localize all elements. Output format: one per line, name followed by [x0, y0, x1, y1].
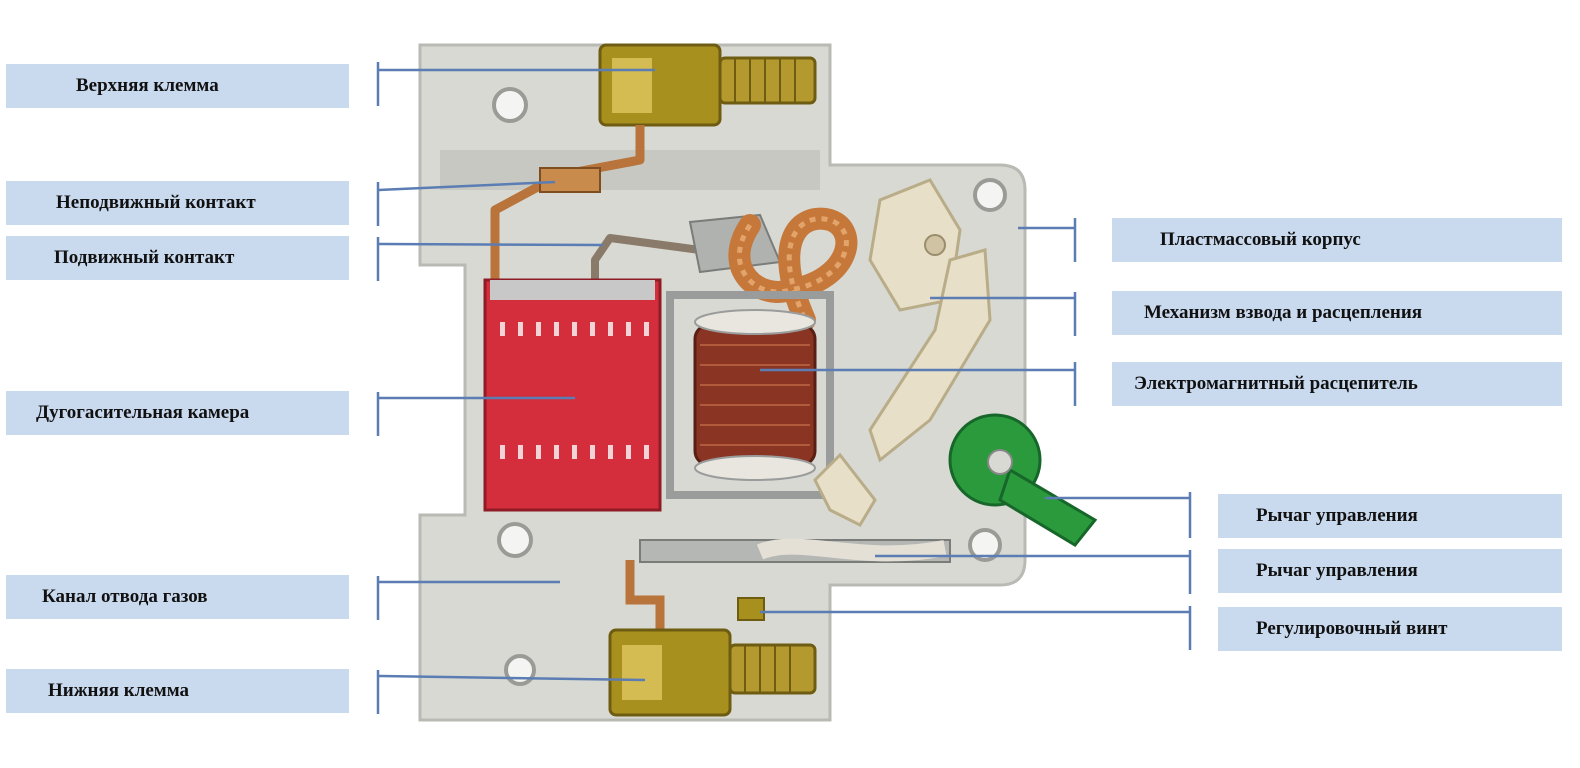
label-lower-terminal-text: Нижняя клемма [48, 680, 190, 701]
label-upper-terminal: Верхняя клемма [6, 64, 349, 108]
coil-bottom-cap [694, 455, 816, 481]
leader-lines-left [376, 62, 655, 714]
label-control-lever-1: Рычаг управления [1218, 494, 1562, 538]
coil-turns [700, 344, 810, 446]
label-plastic-housing: Пластмассовый корпус [1112, 218, 1562, 262]
adjusting-screw-body [737, 597, 765, 621]
label-gas-channel-text: Канал отвода газов [42, 586, 208, 607]
label-moving-contact-text: Подвижный контакт [54, 247, 235, 268]
fixed-contact-tab [539, 167, 601, 193]
lower-terminal-highlight [622, 645, 662, 700]
mounting-hole [968, 528, 1002, 562]
label-plastic-housing-text: Пластмассовый корпус [1160, 229, 1361, 250]
upper-terminal-screw [718, 56, 817, 105]
lower-terminal-screw [728, 643, 817, 695]
trip-mechanism-lower [813, 452, 877, 527]
lower-busbar [625, 560, 665, 630]
arc-chamber-top [490, 280, 655, 300]
control-lever-axle [987, 449, 1013, 475]
leader-lines-right [760, 218, 1192, 650]
label-control-lever-2-text: Рычаг управления [1256, 560, 1418, 581]
label-trip-mechanism-text: Механизм взвода и расцепления [1144, 302, 1423, 323]
label-moving-contact: Подвижный контакт [6, 236, 349, 280]
label-gas-channel: Канал отвода газов [6, 575, 349, 619]
control-lever-handle [998, 467, 1098, 547]
label-arc-chamber: Дугогасительная камера [6, 391, 349, 435]
label-trip-mechanism: Механизм взвода и расцепления [1112, 291, 1562, 335]
label-electromagnetic-release: Электромагнитный расцепитель [1112, 362, 1562, 406]
coil-frame [666, 291, 834, 499]
label-fixed-contact-text: Неподвижный контакт [56, 192, 256, 213]
label-adjusting-screw: Регулировочный винт [1218, 607, 1562, 651]
mounting-hole [504, 654, 536, 686]
label-upper-terminal-text: Верхняя клемма [76, 75, 219, 96]
lower-screw-thread [744, 645, 791, 693]
insulated-braid [756, 538, 947, 562]
label-control-lever-2: Рычаг управления [1218, 549, 1562, 593]
label-fixed-contact: Неподвижный контакт [6, 181, 349, 225]
mounting-hole [497, 522, 533, 558]
arc-chamber-slots [500, 322, 649, 459]
trip-mechanism-latch [868, 248, 992, 463]
trip-mechanism-pivot [924, 234, 946, 256]
mounting-hole [492, 87, 528, 123]
braided-wire [728, 207, 858, 331]
moving-contact-arm [591, 234, 701, 290]
upper-screw-thread [734, 58, 796, 103]
coil-top-cap [694, 309, 816, 335]
label-arc-chamber-text: Дугогасительная камера [36, 402, 250, 423]
label-lower-terminal: Нижняя клемма [6, 669, 349, 713]
mounting-hole [973, 178, 1007, 212]
upper-terminal-highlight [612, 58, 652, 113]
label-electromagnetic-release-text: Электромагнитный расцепитель [1134, 373, 1418, 394]
label-control-lever-1-text: Рычаг управления [1256, 505, 1418, 526]
arc-chamber-body [483, 278, 662, 512]
label-adjusting-screw-text: Регулировочный винт [1256, 618, 1448, 639]
